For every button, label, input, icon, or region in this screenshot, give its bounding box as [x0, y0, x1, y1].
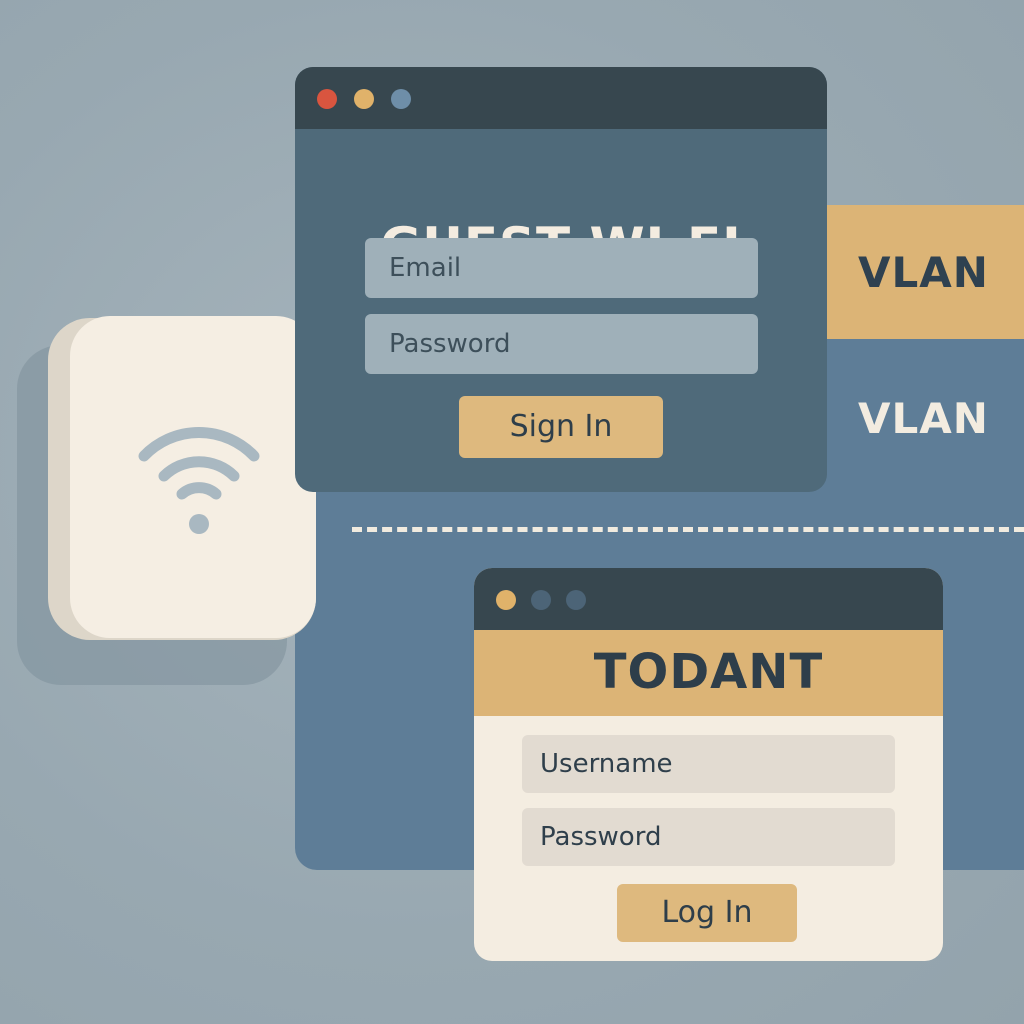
window-minimize-dot[interactable] [354, 89, 374, 109]
password-input[interactable]: Password [365, 314, 758, 374]
guest-window-titlebar [295, 67, 827, 129]
todant-window-titlebar [474, 568, 943, 630]
password-input[interactable]: Password [522, 808, 895, 866]
window-close-dot[interactable] [317, 89, 337, 109]
window-maximize-dot[interactable] [391, 89, 411, 109]
todant-login-window: TODANT Username Password Log In [474, 568, 943, 961]
vlan-separator [352, 527, 1024, 532]
username-input[interactable]: Username [522, 735, 895, 793]
wifi-icon [138, 427, 260, 534]
window-maximize-dot[interactable] [566, 590, 586, 610]
access-point-device [70, 316, 316, 638]
log-in-button[interactable]: Log In [617, 884, 797, 942]
todant-header: TODANT [474, 630, 943, 716]
vlan-label-staff: VLAN [858, 394, 989, 443]
vlan-band-guest [826, 205, 1024, 339]
window-minimize-dot[interactable] [531, 590, 551, 610]
guest-wifi-login-window: GUEST WI-FI Email Password Sign In [295, 67, 827, 492]
email-input[interactable]: Email [365, 238, 758, 298]
window-close-dot[interactable] [496, 590, 516, 610]
sign-in-button[interactable]: Sign In [459, 396, 663, 458]
vlan-label-guest: VLAN [858, 248, 989, 297]
todant-title: TODANT [593, 644, 824, 700]
